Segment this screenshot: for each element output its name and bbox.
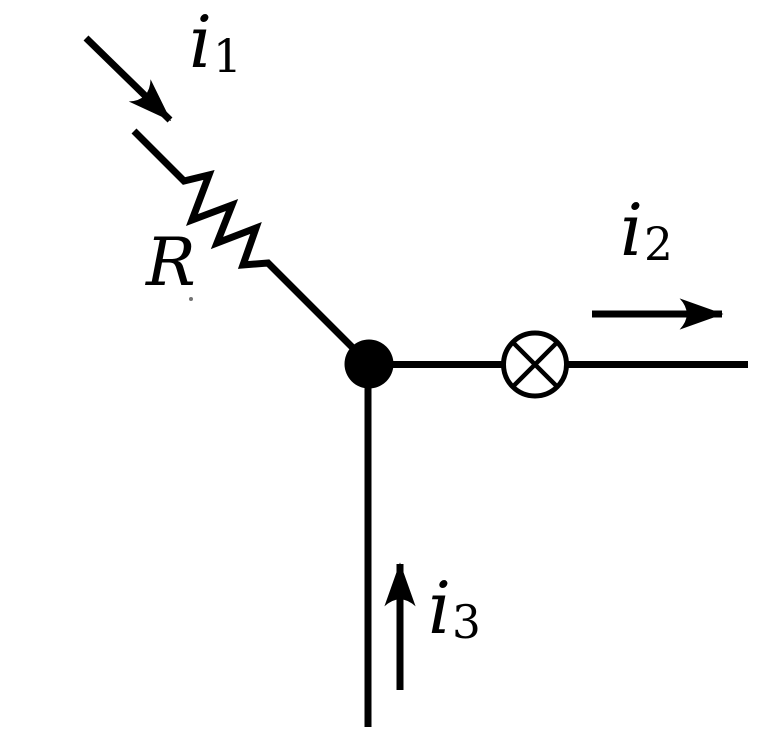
label-i2-base: i <box>620 188 644 272</box>
label-i3-subscript: 3 <box>452 596 481 650</box>
label-i3-base: i <box>428 566 452 650</box>
ink-speck <box>189 297 193 301</box>
current-arrow-i1 <box>83 35 173 123</box>
label-i1-subscript: 1 <box>213 30 242 84</box>
label-current-i1: i1 <box>189 6 242 80</box>
label-i1-base: i <box>189 0 213 84</box>
label-current-i2: i2 <box>620 194 673 268</box>
label-current-i3: i3 <box>428 572 481 646</box>
label-i2-subscript: 2 <box>644 218 673 272</box>
resistor-branch-wire <box>131 128 372 367</box>
lamp-cross-line-2 <box>511 340 559 389</box>
junction-node-dot <box>344 339 394 389</box>
lamp-symbol <box>501 330 569 399</box>
label-resistor-r: R <box>146 224 196 301</box>
